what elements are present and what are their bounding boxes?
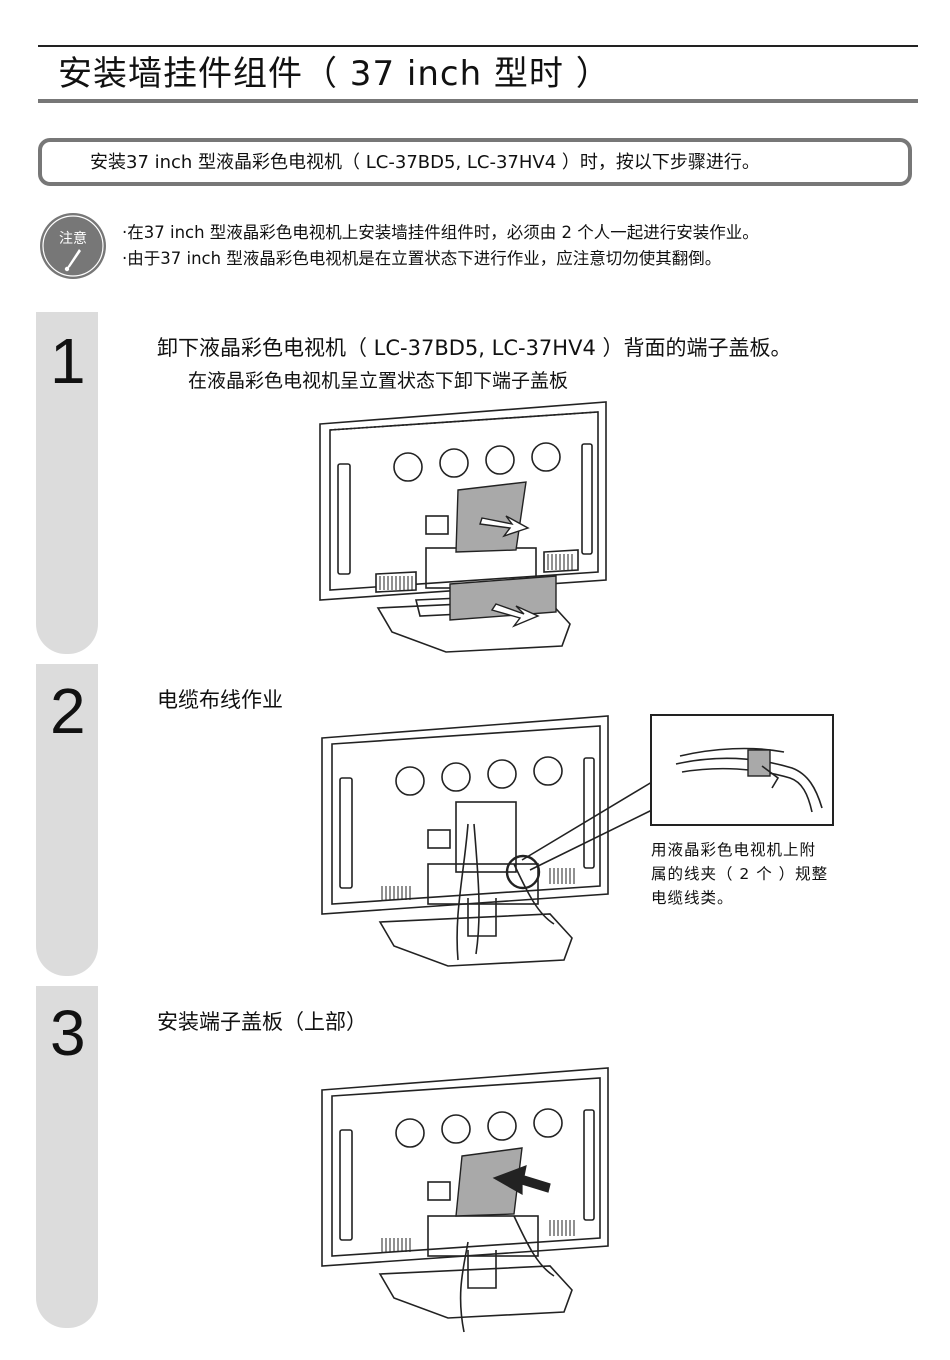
intro-text: 安装37 inch 型液晶彩色电视机（ LC-37BD5, LC-37HV4 ）… xyxy=(90,152,760,174)
step-1-number: 1 xyxy=(50,326,86,396)
step-3-number: 3 xyxy=(50,998,86,1068)
callout-line-1: 用液晶彩色电视机上附 xyxy=(651,838,841,862)
note-icon-label: 注意 xyxy=(59,230,87,247)
cable-clamp-detail-box xyxy=(650,714,834,826)
step-3-heading: 安装端子盖板（上部） xyxy=(157,1008,367,1036)
callout-line-3: 电缆线类。 xyxy=(651,886,841,910)
callout-pointer xyxy=(500,770,660,890)
top-rule xyxy=(38,45,918,47)
cable-clamp-caption: 用液晶彩色电视机上附 属的线夹（ 2 个 ）规整 电缆线类。 xyxy=(651,838,841,910)
tv-back-illustration-step-3 xyxy=(318,1066,614,1336)
caution-pen-icon: 注意 xyxy=(39,212,107,280)
step-2-heading: 电缆布线作业 xyxy=(157,686,283,714)
cable-clamp-detail-illustration xyxy=(652,716,832,824)
intro-box: 安装37 inch 型液晶彩色电视机（ LC-37BD5, LC-37HV4 ）… xyxy=(38,138,912,186)
tv-back-illustration-step-1 xyxy=(316,400,612,654)
page-title: 安装墙挂件组件（ 37 inch 型时 ） xyxy=(58,50,611,98)
note-line-2: ·由于37 inch 型液晶彩色电视机是在立置状态下进行作业，应注意切勿使其翻倒… xyxy=(122,246,759,272)
step-1-subheading: 在液晶彩色电视机呈立置状态下卸下端子盖板 xyxy=(188,368,568,394)
note-lines: ·在37 inch 型液晶彩色电视机上安装墙挂件组件时，必须由 2 个人一起进行… xyxy=(122,220,759,272)
callout-line-2: 属的线夹（ 2 个 ）规整 xyxy=(651,862,841,886)
title-underline xyxy=(38,99,918,103)
step-2-number: 2 xyxy=(50,676,86,746)
note-line-1: ·在37 inch 型液晶彩色电视机上安装墙挂件组件时，必须由 2 个人一起进行… xyxy=(122,220,759,246)
step-1-heading: 卸下液晶彩色电视机（ LC-37BD5, LC-37HV4 ）背面的端子盖板。 xyxy=(157,334,791,362)
